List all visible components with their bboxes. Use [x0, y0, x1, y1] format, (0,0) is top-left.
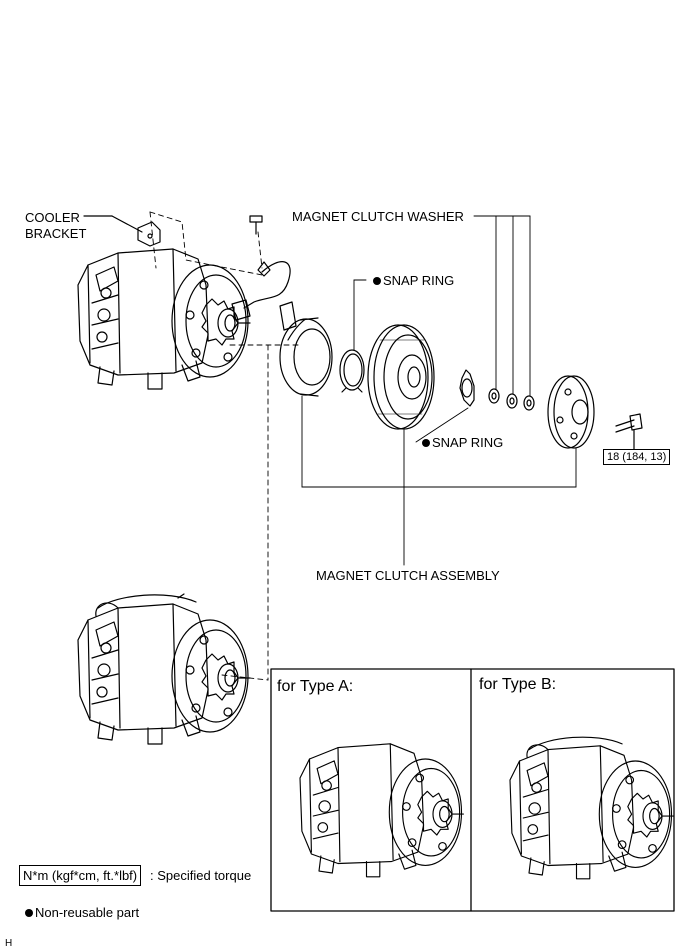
- nonreusable-legend-text: Non-reusable part: [35, 905, 140, 920]
- washers: [488, 388, 535, 411]
- pressure-plate: [547, 375, 595, 449]
- type-box: [270, 668, 675, 912]
- magnet-clutch-assembly-label: MAGNET CLUTCH ASSEMBLY: [316, 568, 500, 583]
- cooler-bracket-part: [83, 215, 161, 247]
- torque-value-box: 18 (184, 13): [603, 449, 671, 465]
- compressor-lower-illustration: [77, 593, 251, 745]
- torque-legend-desc: : Specified torque: [150, 868, 252, 883]
- snap-ring-upper-text: SNAP RING: [383, 273, 455, 288]
- harness-bolt: [249, 215, 263, 235]
- snap-ring-lower-label: SNAP RING: [422, 435, 503, 450]
- type-a-title: for Type A:: [277, 678, 354, 695]
- snap-ring-1: [339, 349, 365, 393]
- pressure-plate-bolt: [615, 413, 643, 450]
- type-b-title: for Type B:: [479, 676, 557, 693]
- magnet-clutch-washer-label: MAGNET CLUTCH WASHER: [292, 209, 464, 224]
- cooler-bracket-label-line1: COOLER: [25, 210, 80, 225]
- assembly-dashed-lines: [149, 211, 301, 681]
- snap-ring-lower-text: SNAP RING: [432, 435, 504, 450]
- compressor-type-a-illustration: [299, 743, 464, 878]
- cooler-bracket-label-line2: BRACKET: [25, 226, 87, 241]
- torque-legend-key: N*m (kgf*cm, ft.*lbf): [19, 865, 142, 886]
- snap-ring-2: [459, 369, 475, 407]
- snap-ring-upper-label: SNAP RING: [373, 273, 454, 288]
- compressor-type-b-illustration: [509, 736, 674, 880]
- compressor-main-illustration: [77, 248, 251, 390]
- corner-mark: H: [5, 938, 13, 949]
- field-coil: [279, 317, 333, 397]
- wire-harness: [231, 261, 297, 331]
- rotor-pulley: [367, 324, 435, 430]
- nonreusable-legend: Non-reusable part: [25, 905, 139, 920]
